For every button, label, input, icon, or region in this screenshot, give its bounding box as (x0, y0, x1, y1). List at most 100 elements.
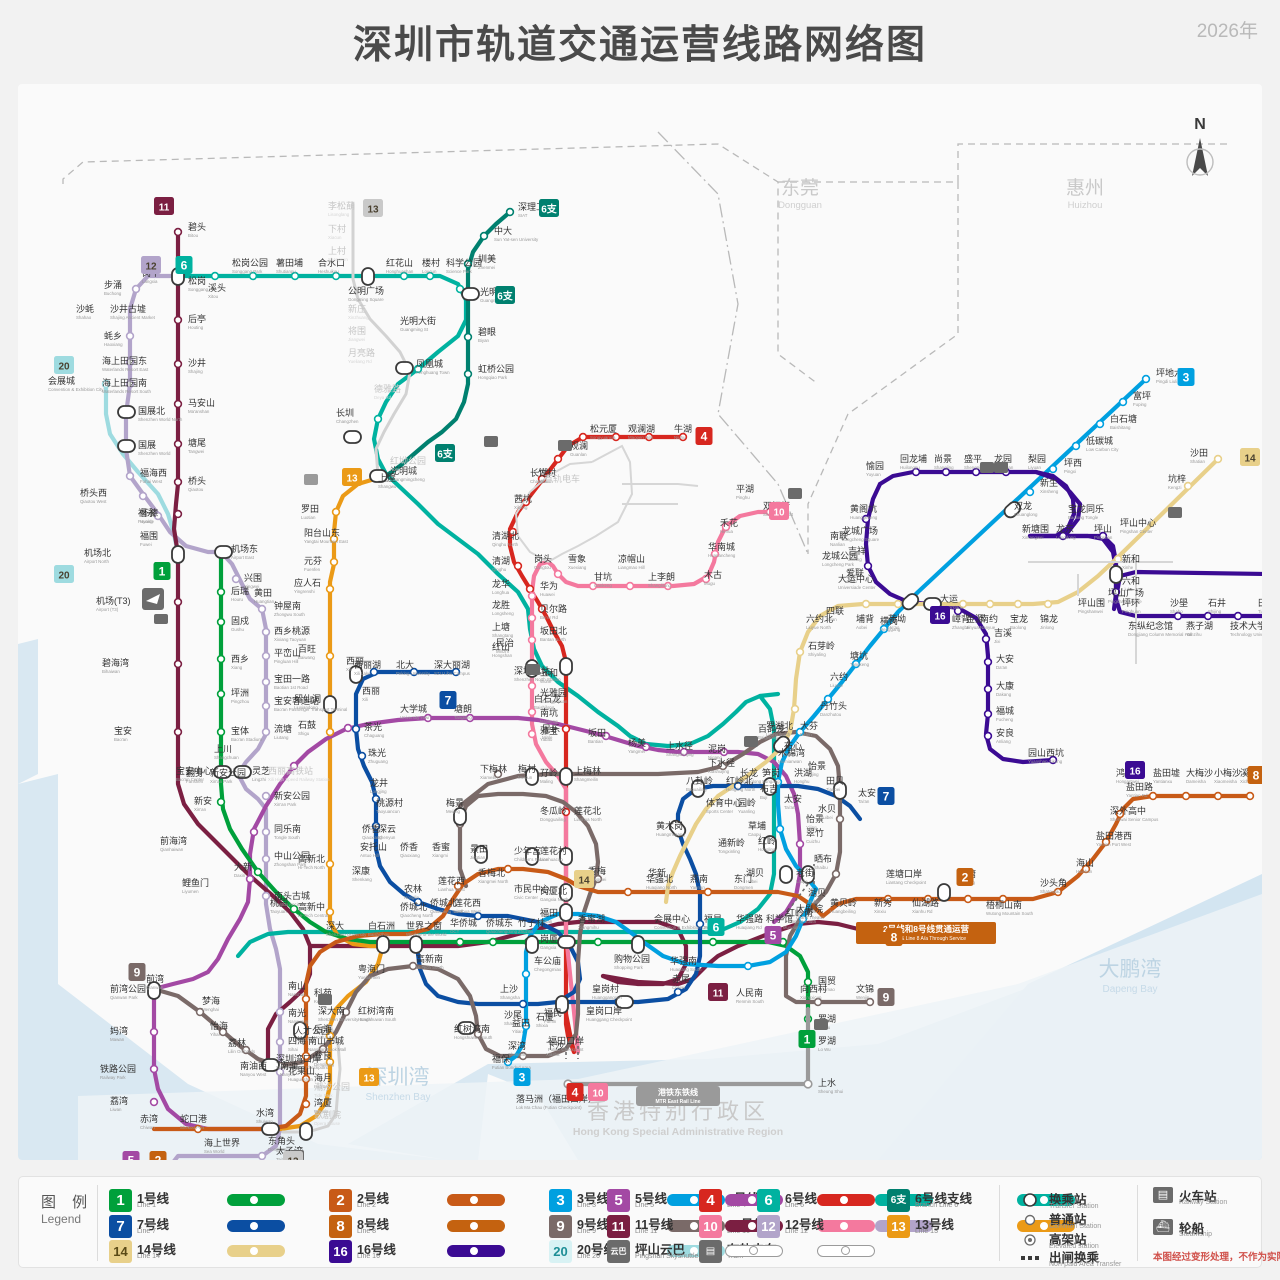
svg-text:Hubei: Hubei (808, 899, 819, 904)
svg-text:留仙洞: 留仙洞 (294, 693, 321, 704)
line-badge: 8 (329, 1215, 352, 1238)
svg-text:福城: 福城 (996, 705, 1014, 716)
svg-text:SZU Lihu Campus: SZU Lihu Campus (434, 671, 471, 676)
svg-text:Baolong: Baolong (1010, 625, 1027, 630)
facility-name-en: Railway Station (1179, 1199, 1228, 1206)
line-terminus-badge[interactable] (707, 918, 725, 936)
line-13[interactable] (277, 475, 386, 1132)
line-terminus-badge-label: 14 (578, 876, 590, 887)
line-terminus-badge[interactable] (798, 1030, 816, 1048)
line-terminus-badge[interactable] (154, 197, 174, 215)
line-terminus-badge[interactable] (439, 691, 457, 709)
svg-text:Line 2 & Line 8 A/a Through Se: Line 2 & Line 8 A/a Through Service (886, 936, 966, 942)
line-terminus-badge[interactable] (764, 926, 782, 944)
svg-text:侨城北: 侨城北 (430, 897, 457, 908)
svg-text:清湖: 清湖 (492, 555, 510, 566)
svg-text:Shenkang: Shenkang (352, 877, 372, 882)
line-color-bar (227, 1245, 285, 1257)
svg-text:高新中: 高新中 (298, 901, 325, 912)
line-terminus-badge[interactable] (122, 1151, 140, 1160)
svg-text:Dapeng Bay: Dapeng Bay (1102, 984, 1157, 995)
svg-text:杨美: 杨美 (628, 737, 646, 748)
line-terminus-badge[interactable] (363, 199, 383, 217)
line-terminus-badge[interactable] (956, 868, 974, 886)
svg-text:Shatoujiao: Shatoujiao (1040, 889, 1061, 894)
line-terminus-badge[interactable] (128, 963, 146, 981)
svg-text:上川: 上川 (214, 744, 232, 754)
line-name-cn: 16号线 (357, 1243, 396, 1257)
svg-text:Tianxin: Tianxin (1258, 609, 1262, 614)
svg-text:薯田埔: 薯田埔 (276, 257, 303, 268)
svg-text:科苑: 科苑 (314, 987, 332, 998)
line-16[interactable] (863, 469, 1262, 765)
line-terminus-badge[interactable] (54, 356, 74, 374)
line-terminus-badge[interactable] (539, 199, 559, 217)
svg-text:Fucheng: Fucheng (996, 717, 1014, 722)
svg-text:新庄: 新庄 (348, 303, 366, 314)
line-terminus-badge[interactable] (175, 256, 193, 274)
svg-text:MTR East Rail Line: MTR East Rail Line (655, 1099, 700, 1105)
svg-text:兴围: 兴围 (244, 573, 262, 583)
line-terminus-badge[interactable] (54, 565, 74, 583)
line-terminus-badge[interactable] (1125, 761, 1145, 779)
svg-text:Liwan: Liwan (110, 1107, 122, 1112)
svg-text:Pinghuan: Pinghuan (1122, 609, 1141, 614)
line-terminus-badge[interactable] (283, 1151, 303, 1160)
line-terminus-badge[interactable] (153, 562, 171, 580)
line-terminus-badge-label: 7 (883, 790, 890, 804)
metro-map-svg[interactable]: .ln{fill:none;stroke-linecap:round;strok… (18, 84, 1262, 1160)
line-terminus-badge[interactable] (495, 286, 515, 304)
line-terminus-badge[interactable] (1240, 448, 1260, 466)
line-terminus-badge[interactable] (359, 1068, 379, 1086)
svg-text:园岭: 园岭 (738, 797, 756, 808)
svg-text:海月: 海月 (314, 1072, 332, 1083)
line-terminus-badge[interactable] (1247, 766, 1263, 784)
svg-text:水湾: 水湾 (256, 1107, 274, 1118)
svg-text:Nantou Ancient City: Nantou Ancient City (274, 902, 313, 907)
line-11[interactable] (171, 229, 861, 1062)
line-terminus-badge-label: 8 (1253, 769, 1260, 783)
line-terminus-badge[interactable] (342, 468, 362, 486)
line-terminus-badge[interactable] (930, 606, 950, 624)
line-14[interactable] (663, 456, 1221, 905)
svg-text:嶂背: 嶂背 (952, 613, 970, 624)
svg-text:Yantian Port West: Yantian Port West (1096, 842, 1132, 847)
svg-text:Hi-Tech North: Hi-Tech North (298, 865, 325, 870)
line-20[interactable] (103, 381, 181, 557)
line-terminus-badge[interactable] (695, 427, 713, 445)
line-terminus-badge[interactable] (513, 1068, 531, 1086)
line-terminus-badge[interactable] (566, 1083, 584, 1101)
svg-text:Yihai: Yihai (210, 1032, 220, 1037)
line-terminus-badge[interactable] (885, 928, 903, 946)
svg-text:Huanancheng: Huanancheng (708, 553, 736, 558)
svg-text:东纵纪念馆: 东纵纪念馆 (1128, 620, 1173, 631)
svg-text:Mawan: Mawan (110, 1037, 125, 1042)
line-terminus-badge[interactable] (877, 988, 895, 1006)
line-terminus-badge[interactable] (588, 1083, 608, 1101)
line-6[interactable] (175, 273, 781, 959)
svg-text:深云: 深云 (378, 824, 396, 834)
line-terminus-badge[interactable] (574, 870, 594, 888)
line-10[interactable] (529, 509, 773, 1055)
line-terminus-badge-label: 3 (1183, 371, 1190, 385)
line-terminus-badge[interactable] (149, 1151, 167, 1160)
line-terminus-badge[interactable] (708, 983, 728, 1001)
svg-text:莲塘口岸: 莲塘口岸 (886, 868, 922, 879)
svg-text:Hongshuwan South: Hongshuwan South (454, 1035, 493, 1040)
svg-text:Nanshan Book Mall: Nanshan Book Mall (308, 1047, 346, 1052)
line-terminus-badge[interactable] (141, 256, 161, 274)
line-terminus-badge[interactable] (435, 444, 455, 462)
metro-map[interactable]: .ln{fill:none;stroke-linecap:round;strok… (18, 84, 1262, 1160)
line-terminus-badge[interactable] (877, 787, 895, 805)
svg-text:太子湾: 太子湾 (276, 1145, 303, 1156)
line-terminus-badge[interactable] (769, 502, 789, 520)
svg-text:龙井: 龙井 (370, 777, 388, 788)
line-terminus-badge[interactable] (1177, 368, 1195, 386)
svg-text:Nankeng: Nankeng (540, 719, 558, 724)
svg-text:坪山广场: 坪山广场 (1108, 587, 1144, 598)
svg-text:Qinghu: Qinghu (492, 567, 507, 572)
svg-text:坪山围: 坪山围 (1078, 598, 1105, 608)
svg-text:Yanzihu: Yanzihu (1186, 632, 1202, 637)
svg-text:Science Park: Science Park (446, 269, 473, 274)
